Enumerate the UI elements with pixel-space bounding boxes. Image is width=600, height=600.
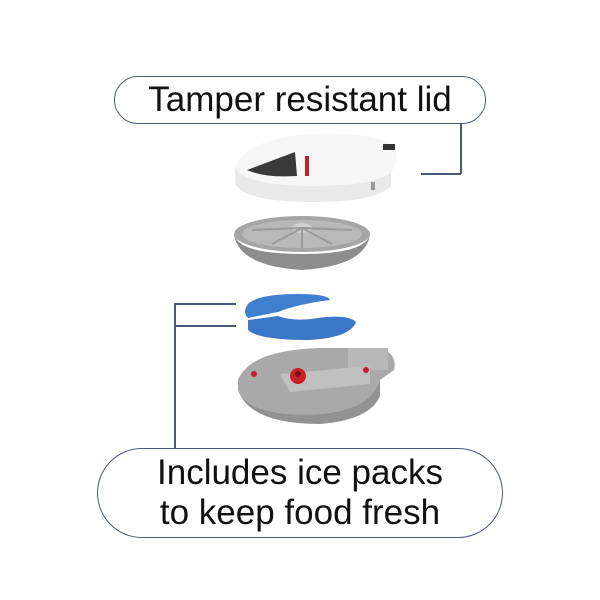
lid-image — [235, 133, 397, 202]
callout-text: Tamper resistant lid — [148, 80, 452, 119]
callout-includes-ice-packs: Includes ice packs to keep food fresh — [97, 448, 503, 538]
connector-ice-vertical — [174, 303, 176, 449]
base-image — [238, 348, 395, 424]
connector-ice-bottom — [174, 325, 236, 327]
callout-line-1: Includes ice packs — [157, 453, 443, 492]
ice-packs-image — [245, 294, 356, 340]
food-tray-image — [234, 216, 370, 270]
connector-lid-vertical — [460, 123, 462, 174]
callout-tamper-resistant-lid: Tamper resistant lid — [114, 76, 486, 124]
connector-lid-horizontal — [421, 173, 461, 175]
callout-line-2: to keep food fresh — [159, 493, 441, 532]
connector-ice-top — [174, 303, 236, 305]
